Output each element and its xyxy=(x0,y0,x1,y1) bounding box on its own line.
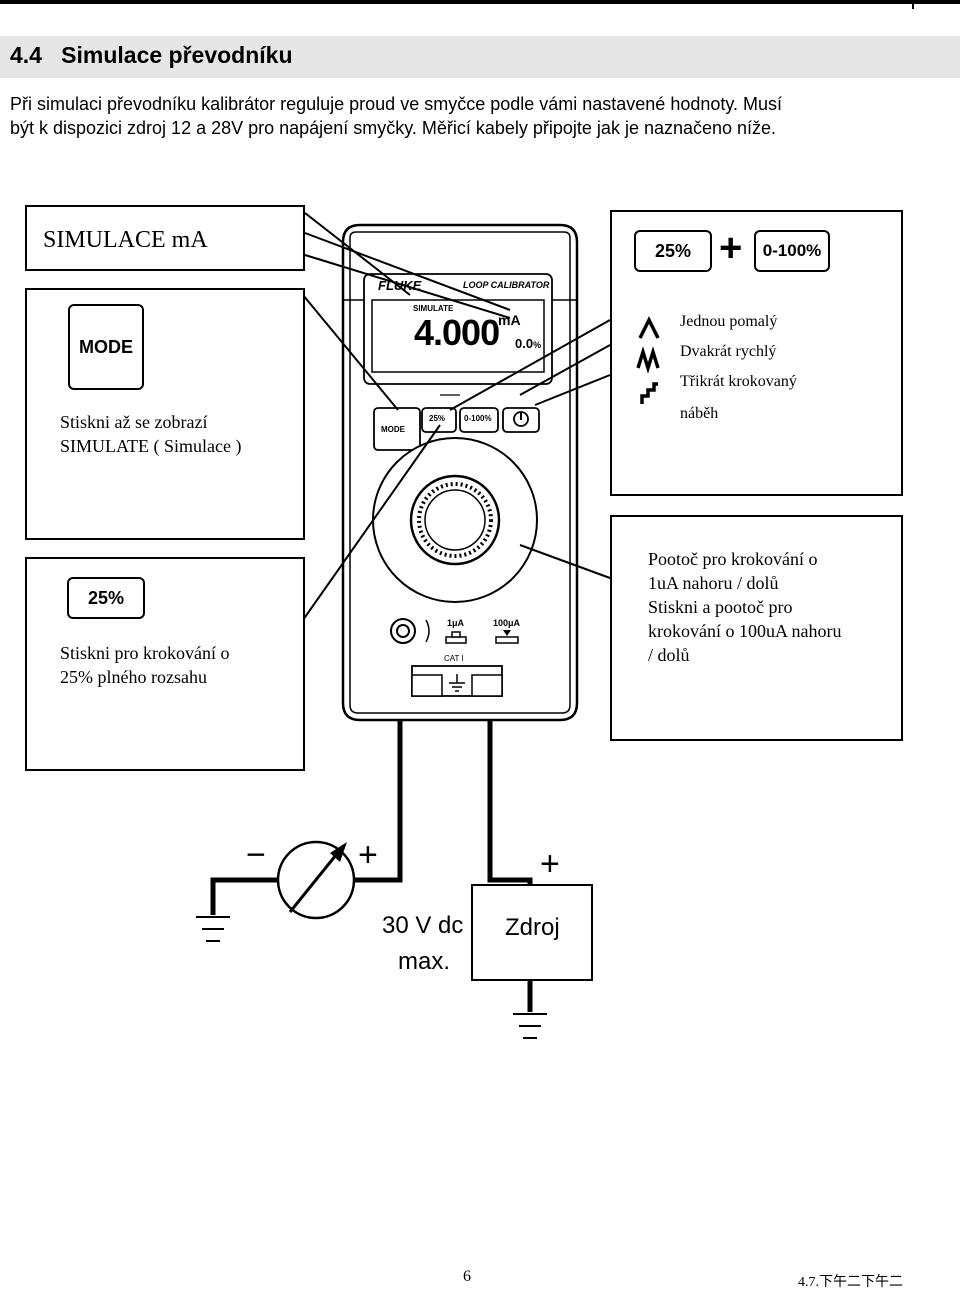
leader-lines xyxy=(302,212,611,621)
section-heading: 4.4 Simulace převodníku xyxy=(0,36,960,78)
section-heading-text: 4.4 Simulace převodníku xyxy=(10,42,293,69)
source-box xyxy=(471,884,593,981)
knob-note-line-2: 1uA nahoru / dolů xyxy=(648,573,779,593)
mode-panel: MODE Stiskni až se zobrazí SIMULATE ( Si… xyxy=(25,288,305,540)
source-label: Zdroj xyxy=(505,914,560,941)
panel-title: SIMULACE mA xyxy=(43,227,208,253)
step-ramp-icon xyxy=(640,382,658,404)
step-note-line-2: 25% plného rozsahu xyxy=(60,667,207,687)
wave-label-last: náběh xyxy=(680,405,719,422)
device-knob-label-1: 1μA xyxy=(447,618,465,628)
knob-note: Pootoč pro krokování o 1uA nahoru / dolů… xyxy=(648,547,841,667)
top-rule-tick xyxy=(912,4,914,9)
double-ramp-icon xyxy=(636,346,660,374)
section-number: 4.4 xyxy=(10,42,42,68)
knob-note-line-1: Pootoč pro krokování o xyxy=(648,549,818,569)
mode-key: MODE xyxy=(68,304,144,390)
knob-panel: Pootoč pro krokování o 1uA nahoru / dolů… xyxy=(610,515,903,741)
knob-note-line-4: krokování o 100uA nahoru xyxy=(648,621,842,641)
ramp-wave-icons xyxy=(636,316,660,404)
intro-line-1: Při simulaci převodníku kalibrátor regul… xyxy=(10,94,783,114)
ground-right-icon xyxy=(513,1013,547,1039)
device-25pct-label: 25% xyxy=(429,414,446,423)
ramp-panel: 25% + 0-100% Jednou pomalý Dvakrát rychl… xyxy=(610,210,903,496)
step-key-label: 25% xyxy=(87,587,125,608)
meter-icon xyxy=(276,840,356,920)
display-unit: mA xyxy=(498,312,521,328)
step-note: Stiskni pro krokování o 25% plného rozsa… xyxy=(60,641,230,689)
source-plus-label: + xyxy=(540,845,560,883)
step-note-line-1: Stiskni pro krokování o xyxy=(60,643,230,663)
wave-label-2: Dvakrát rychlý xyxy=(680,343,777,360)
mode-note: Stiskni až se zobrazí SIMULATE ( Simulac… xyxy=(60,410,241,458)
meter-plus-label: + xyxy=(358,836,378,874)
knob-note-line-5: / dolů xyxy=(648,645,690,665)
mode-note-line-2: SIMULATE ( Simulace ) xyxy=(60,436,242,456)
top-rule xyxy=(0,0,960,4)
title-box: SIMULACE mA xyxy=(25,205,305,271)
ramp-plus-sign: + xyxy=(719,226,743,270)
step-25pct-key: 25% xyxy=(67,577,145,619)
step-panel: 25% Stiskni pro krokování o 25% plného r… xyxy=(25,557,305,771)
ground-left-icon xyxy=(196,916,230,942)
ramp-0-100-key: 0-100% xyxy=(754,230,830,272)
max-voltage-line-1: 30 V dc xyxy=(382,912,464,939)
section-title: Simulace převodníku xyxy=(61,42,293,68)
device-25pct-button xyxy=(421,407,457,433)
display-reading: 4.000 xyxy=(414,312,500,353)
intro-paragraph: Při simulaci převodníku kalibrátor regul… xyxy=(10,92,950,140)
device-cat-label: CAT I xyxy=(444,654,464,663)
device-model: LOOP CALIBRATOR xyxy=(463,280,550,290)
page-number: 6 xyxy=(463,1268,471,1285)
footer-date: 4.7.下午二下午二 xyxy=(798,1275,903,1290)
intro-line-2: být k dispozici zdroj 12 a 28V pro napáj… xyxy=(10,118,777,138)
device-knob-label-2: 100μA xyxy=(493,618,521,628)
mode-key-label: MODE xyxy=(79,336,133,357)
device-0-100-button xyxy=(459,407,499,433)
display-percent-reading: 0.0% xyxy=(515,336,542,351)
knob-note-line-3: Stiskni a pootoč pro xyxy=(648,597,793,617)
display-mode-indicator: SIMULATE xyxy=(413,304,454,313)
circuit-wires xyxy=(210,720,533,1012)
device-brand: FLUKE xyxy=(378,278,422,293)
ramp-25pct-key: 25% xyxy=(634,230,712,272)
ramp-key-a-label: 25% xyxy=(654,240,692,261)
ramp-key-b-label: 0-100% xyxy=(762,241,822,260)
device-mode-label: MODE xyxy=(381,425,405,434)
calibrator-body xyxy=(341,223,579,722)
wave-label-1: Jednou pomalý xyxy=(680,313,778,330)
single-ramp-icon xyxy=(638,316,660,339)
max-voltage-line-2: max. xyxy=(398,948,451,975)
wave-label-3: Třikrát krokovaný xyxy=(680,373,797,390)
meter-minus-label: − xyxy=(246,836,266,874)
device-0-100-label: 0-100% xyxy=(464,414,492,423)
mode-note-line-1: Stiskni až se zobrazí xyxy=(60,412,208,432)
